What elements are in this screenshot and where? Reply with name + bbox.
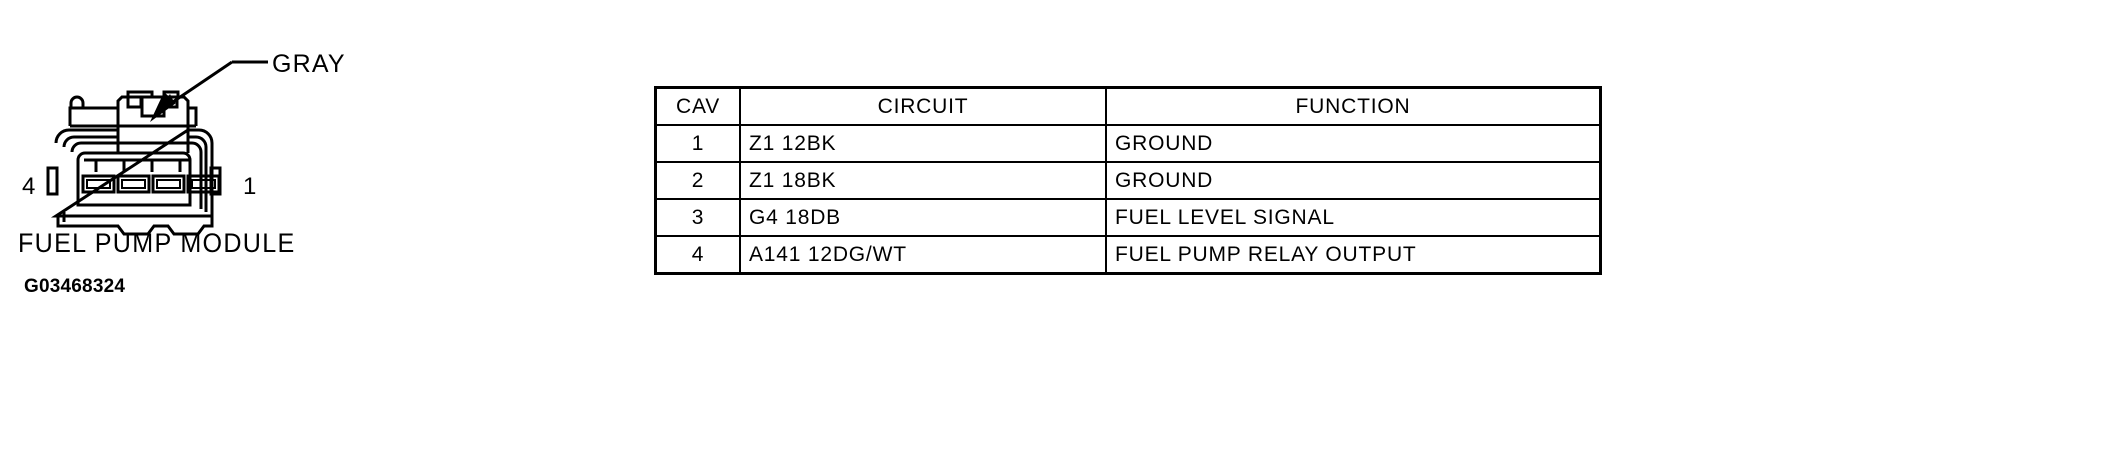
cell-circuit: A141 12DG/WT [739,235,1107,275]
cell-cav: 4 [654,235,741,275]
connector-drawing [46,60,268,236]
column-header-function: FUNCTION [1105,86,1602,126]
gray-wire-callout-label: GRAY [272,50,346,78]
cell-cav: 3 [654,198,741,237]
pin-number-left: 4 [22,173,36,200]
pin-number-right: 1 [243,173,257,200]
cell-circuit: Z1 18BK [739,161,1107,200]
terminal-cavity-3 [116,174,151,194]
connector-figure: GRAY 4 1 FUEL PUMP MODULE G03468324 [0,0,420,473]
cell-function: GROUND [1105,124,1602,163]
cell-function: FUEL LEVEL SIGNAL [1105,198,1602,237]
terminal-cavity-2 [151,174,186,194]
cell-function: GROUND [1105,161,1602,200]
terminal-cavity-4 [81,174,116,194]
cell-cav: 2 [654,161,741,200]
cell-circuit: Z1 12BK [739,124,1107,163]
table-header: CAV CIRCUIT FUNCTION [654,86,1602,126]
terminal-cavities [81,174,221,194]
column-header-circuit: CIRCUIT [739,86,1107,126]
terminal-cavity-1 [186,174,221,194]
connector-caption: FUEL PUMP MODULE [18,228,296,258]
figure-id-label: G03468324 [24,276,126,297]
cell-cav: 1 [654,124,741,163]
cell-circuit: G4 18DB [739,198,1107,237]
column-header-cav: CAV [654,86,741,126]
cell-function: FUEL PUMP RELAY OUTPUT [1105,235,1602,275]
table-header-row: CAV CIRCUIT FUNCTION [654,86,1602,126]
connector-housing [46,90,222,236]
